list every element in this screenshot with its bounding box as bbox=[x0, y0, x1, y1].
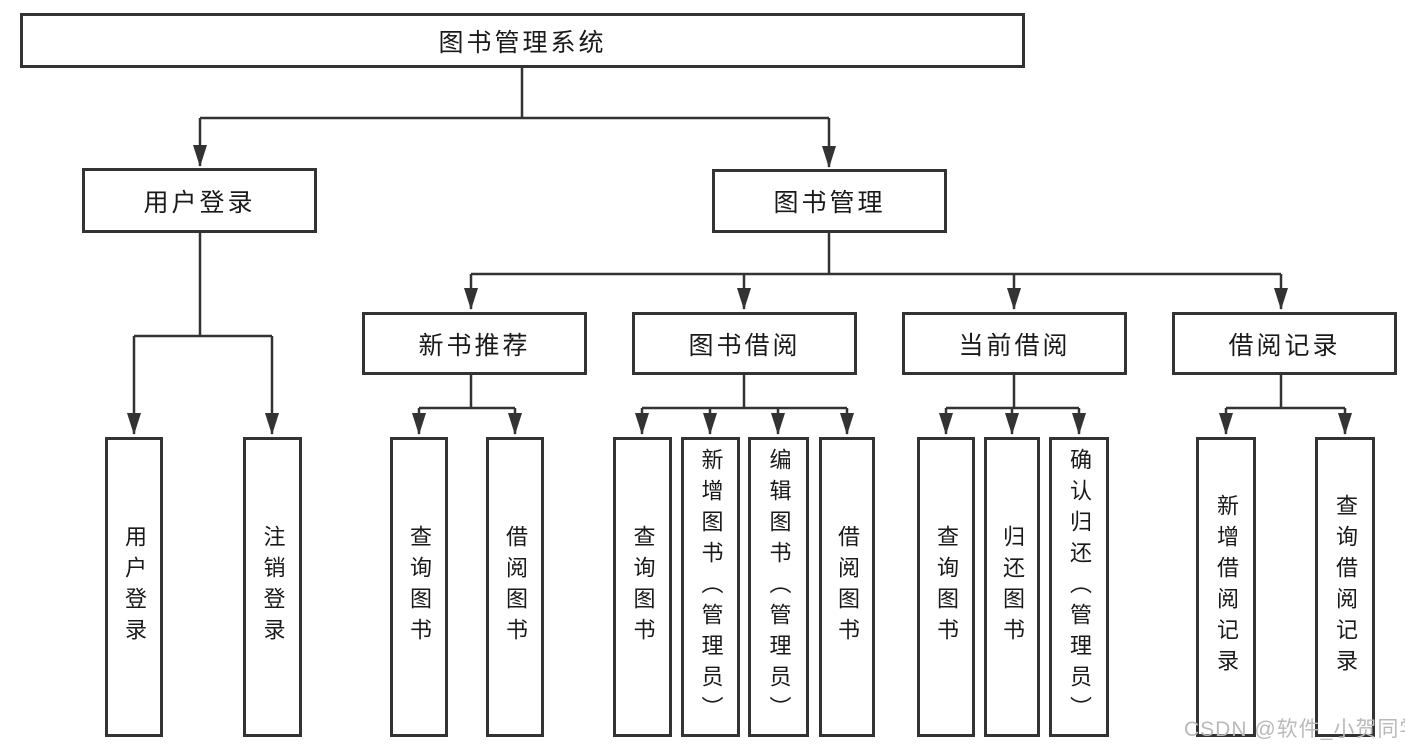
node-user-login: 用户登录 bbox=[82, 168, 317, 233]
leaf-user-login: 用户登录 bbox=[105, 437, 163, 737]
node-new-book-recommend: 新书推荐 bbox=[362, 312, 587, 375]
node-borrow-records: 借阅记录 bbox=[1172, 312, 1397, 375]
node-current-borrow-label: 当前借阅 bbox=[958, 331, 1071, 360]
leaf-add-borrow-record: 新增借阅记录 bbox=[1196, 437, 1256, 737]
leaf-add-book-admin-label: 新增图书（管理员） bbox=[698, 447, 724, 727]
tree-trunk-lines bbox=[134, 68, 1345, 410]
leaf-logout-label: 注销登录 bbox=[260, 525, 286, 649]
node-book-borrow-label: 图书借阅 bbox=[688, 331, 801, 360]
leaf-query-books-borrow: 查询图书 bbox=[613, 437, 672, 737]
leaf-add-book-admin: 新增图书（管理员） bbox=[681, 437, 740, 737]
leaf-borrow-books: 借阅图书 bbox=[819, 437, 875, 737]
node-book-management: 图书管理 bbox=[712, 169, 947, 233]
leaf-query-books-recommend-label: 查询图书 bbox=[407, 525, 432, 649]
leaf-borrow-books-recommend: 借阅图书 bbox=[486, 437, 544, 737]
leaf-return-book: 归还图书 bbox=[984, 437, 1040, 737]
leaf-query-books-current-label: 查询图书 bbox=[934, 525, 959, 649]
node-root-label: 图书管理系统 bbox=[438, 28, 607, 57]
node-borrow-records-label: 借阅记录 bbox=[1228, 331, 1341, 360]
leaf-borrow-books-recommend-label: 借阅图书 bbox=[503, 525, 528, 649]
leaf-query-borrow-record: 查询借阅记录 bbox=[1315, 437, 1375, 737]
node-book-management-label: 图书管理 bbox=[773, 189, 886, 217]
leaf-confirm-return-admin: 确认归还（管理员） bbox=[1049, 437, 1109, 737]
leaf-borrow-books-label: 借阅图书 bbox=[835, 525, 860, 649]
leaf-query-books-recommend: 查询图书 bbox=[390, 437, 448, 737]
node-user-login-label: 用户登录 bbox=[143, 188, 256, 217]
leaf-logout: 注销登录 bbox=[243, 437, 302, 737]
leaf-user-login-label: 用户登录 bbox=[122, 525, 147, 649]
leaf-query-books-current: 查询图书 bbox=[917, 437, 975, 737]
leaf-add-borrow-record-label: 新增借阅记录 bbox=[1214, 494, 1239, 680]
node-book-borrow: 图书借阅 bbox=[632, 312, 857, 375]
leaf-confirm-return-admin-label: 确认归还（管理员） bbox=[1067, 447, 1092, 727]
node-new-book-recommend-label: 新书推荐 bbox=[418, 331, 531, 360]
node-root: 图书管理系统 bbox=[20, 13, 1025, 68]
leaf-query-books-borrow-label: 查询图书 bbox=[630, 525, 656, 649]
leaf-query-borrow-record-label: 查询借阅记录 bbox=[1333, 494, 1358, 680]
leaf-return-book-label: 归还图书 bbox=[1000, 525, 1025, 649]
leaf-edit-book-admin: 编辑图书（管理员） bbox=[748, 437, 809, 737]
node-current-borrow: 当前借阅 bbox=[902, 312, 1127, 375]
watermark: CSDN @软件_小贺同学 bbox=[1184, 718, 1405, 741]
leaf-edit-book-admin-label: 编辑图书（管理员） bbox=[766, 447, 792, 727]
